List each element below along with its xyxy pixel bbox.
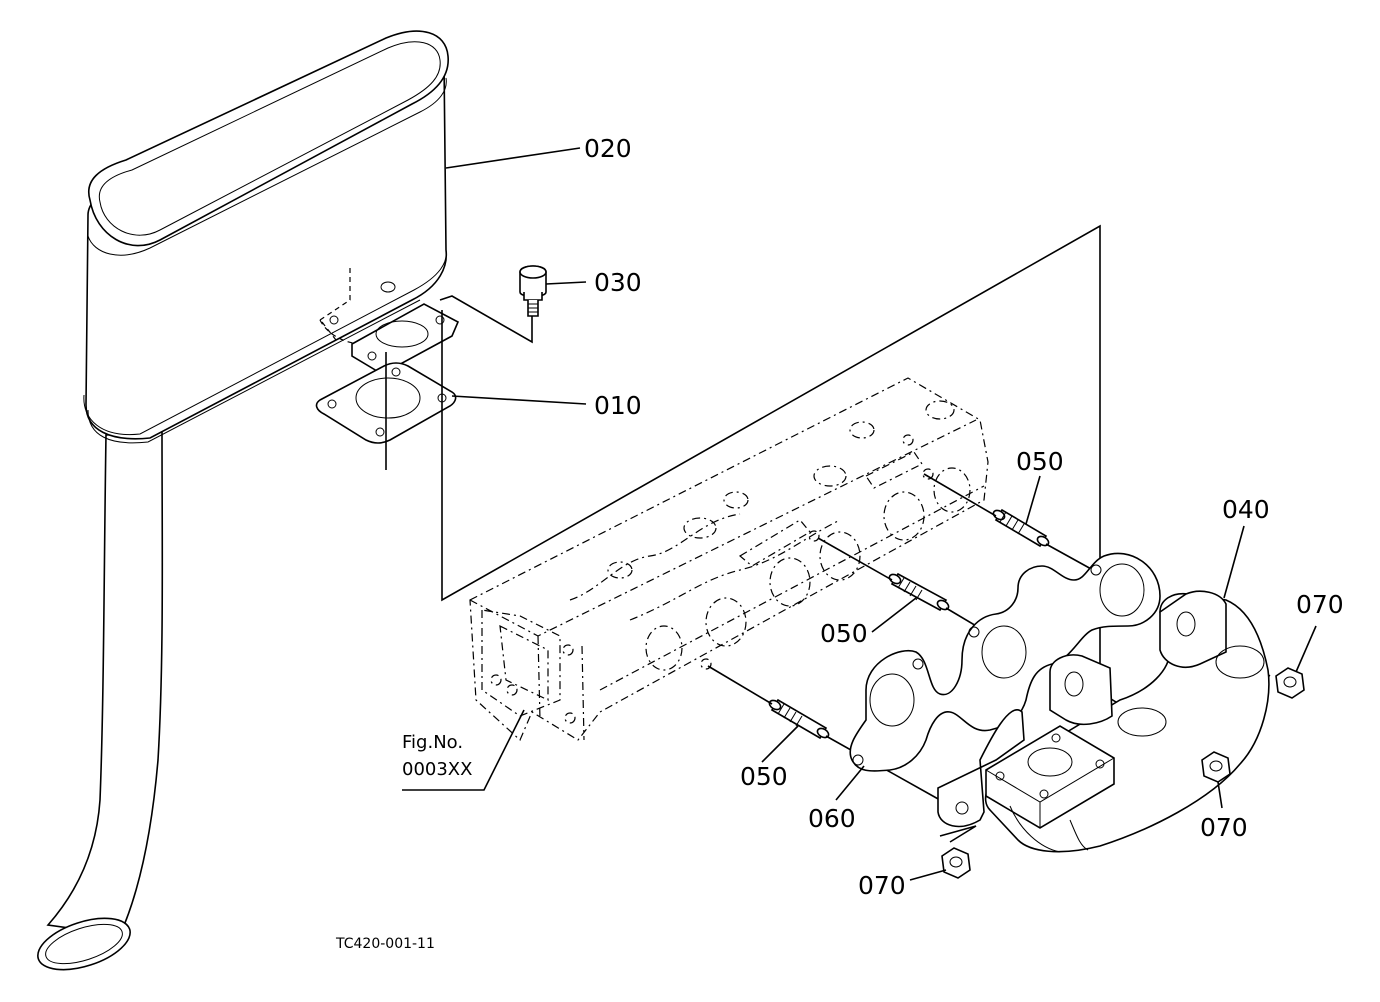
bolt (519, 265, 547, 317)
nut-middle (1201, 751, 1231, 783)
callout-050-lower: 050 (740, 762, 788, 791)
drawing-code: TC420-001-11 (335, 936, 435, 952)
nut-lower (941, 847, 971, 879)
cylinder-head (469, 377, 989, 742)
manifold-gasket (849, 552, 1161, 772)
callout-070-lower: 070 (858, 871, 906, 900)
callout-050-middle: 050 (820, 619, 868, 648)
callout-050-upper: 050 (1016, 447, 1064, 476)
exhaust-manifold (937, 590, 1270, 853)
callout-040: 040 (1222, 495, 1270, 524)
callout-070-middle: 070 (1200, 813, 1248, 842)
callout-030: 030 (594, 268, 642, 297)
tail-pipe (46, 431, 164, 936)
stud-middle (888, 572, 950, 612)
callout-010: 010 (594, 391, 642, 420)
stud-upper (992, 508, 1050, 548)
figure-ref-label: Fig.No. (402, 732, 463, 753)
figure-ref-number: 0003XX (402, 759, 472, 780)
muffler (37, 30, 449, 971)
callout-060: 060 (808, 804, 856, 833)
callout-070-right: 070 (1296, 590, 1344, 619)
nut-right (1275, 667, 1305, 699)
muffler-inlet-flange (351, 303, 460, 375)
stud-lower (768, 698, 830, 740)
tail-pipe-outlet (37, 917, 131, 971)
muffler-top-cap (87, 30, 449, 247)
callout-020: 020 (584, 134, 632, 163)
